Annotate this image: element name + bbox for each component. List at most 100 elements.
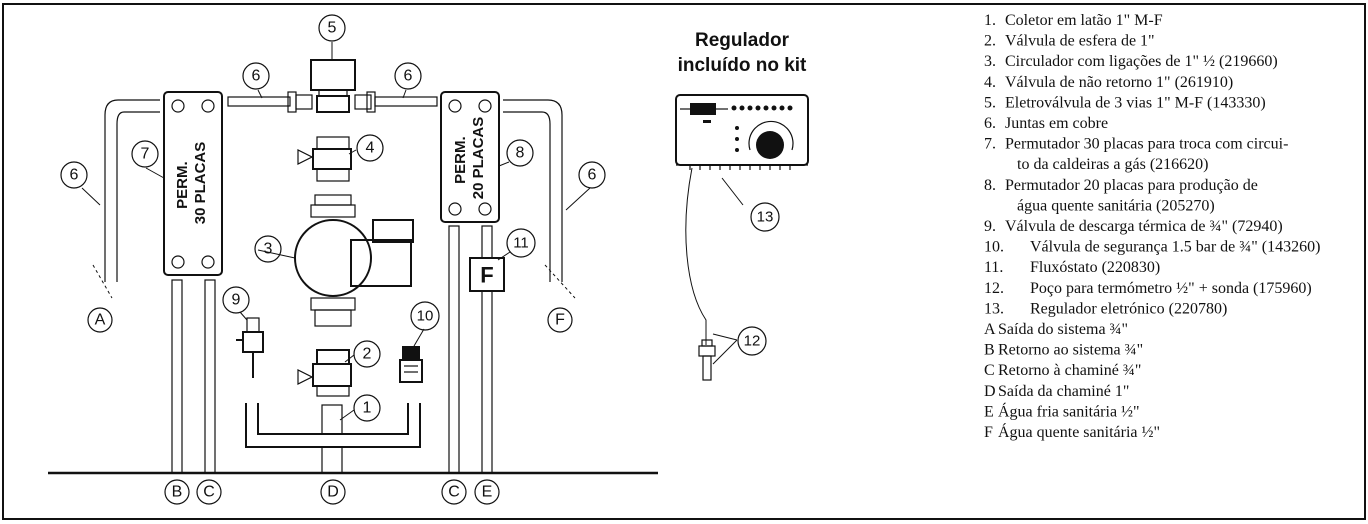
- svg-text:11: 11: [513, 235, 529, 252]
- regulator-title-line2: incluído no kit: [678, 55, 807, 76]
- legend-description: Permutador 20 placas para produção de: [1005, 177, 1258, 194]
- pipes-b-c: [171, 279, 216, 474]
- legend-description: Regulador eletrónico (220780): [1030, 300, 1227, 317]
- flow-switch: F: [469, 257, 505, 292]
- svg-text:1: 1: [363, 400, 372, 417]
- legend-description: Retorno ao sistema ¾": [998, 342, 1143, 359]
- legend-number: 13.: [984, 300, 1004, 317]
- legend-description: Saída da chaminé 1": [998, 383, 1129, 400]
- heat-exchanger-20-plates: PERM. 20 PLACAS: [440, 91, 500, 223]
- thermometer-well-probe: [685, 167, 716, 381]
- legend-number: A: [984, 321, 996, 338]
- callout-11: 11: [506, 228, 536, 258]
- perm30-line2: 30 PLACAS: [192, 142, 209, 225]
- callout-10: 10: [410, 301, 440, 331]
- heat-exchanger-30-plates: PERM. 30 PLACAS: [163, 91, 223, 276]
- legend-description: Eletroválvula de 3 vias 1" M-F (143330): [1005, 94, 1266, 111]
- legend-description: Válvula de esfera de 1": [1005, 33, 1155, 50]
- legend-description: Válvula de segurança 1.5 bar de ¾" (1432…: [1030, 239, 1320, 256]
- collector: [245, 403, 421, 474]
- legend-row: 4.Válvula de não retorno 1" (261910): [984, 74, 1233, 91]
- callout-4: 4: [356, 134, 384, 162]
- legend-row: 7. Permutador 30 placas para troca com ci…: [984, 136, 1288, 153]
- legend-number: 7.: [984, 136, 996, 153]
- svg-text:F: F: [555, 312, 565, 329]
- connection-d: D: [320, 479, 346, 505]
- svg-text:6: 6: [252, 68, 261, 85]
- legend-number: 1.: [984, 12, 996, 29]
- legend-number: 10.: [984, 239, 1004, 256]
- connection-f: F: [547, 307, 573, 333]
- connection-a: A: [87, 307, 113, 333]
- legend-row: 1. Coletor em latão 1" M-F: [984, 12, 1163, 29]
- legend-number: F: [984, 424, 993, 441]
- callout-3: 3: [254, 235, 282, 263]
- callout-8: 8: [506, 139, 534, 167]
- legend-description: Circulador com ligações de 1" ½ (219660): [1005, 53, 1278, 70]
- legend-row: 2. Válvula de esfera de 1": [984, 33, 1155, 50]
- legend-description: Permutador 30 placas para troca com circ…: [1005, 136, 1288, 153]
- legend-number: 4.: [984, 74, 996, 91]
- check-valve: [297, 136, 352, 182]
- connection-c-right: C: [441, 479, 467, 505]
- svg-text:6: 6: [70, 167, 79, 184]
- legend-number: D: [984, 383, 996, 400]
- connection-c-left: C: [196, 479, 222, 505]
- legend-row: 8.Permutador 20 placas para produção de: [984, 177, 1258, 194]
- connection-b: B: [164, 479, 190, 505]
- svg-text:C: C: [203, 484, 215, 501]
- perm20-line1: PERM.: [452, 136, 469, 184]
- safety-valve: [399, 346, 423, 383]
- legend-description: Água fria sanitária ½": [998, 401, 1140, 420]
- callout-13: 13: [750, 202, 780, 232]
- callout-6-left: 6: [60, 161, 88, 189]
- svg-text:6: 6: [588, 167, 597, 184]
- svg-text:4: 4: [366, 140, 375, 157]
- thermal-discharge-valve: [236, 317, 264, 378]
- regulator-title-line1: Regulador: [695, 30, 790, 51]
- callout-2: 2: [353, 340, 381, 368]
- svg-text:C: C: [448, 484, 460, 501]
- callout-6-left-top: 6: [242, 62, 270, 90]
- svg-text:A: A: [95, 312, 106, 329]
- svg-text:7: 7: [141, 146, 150, 163]
- legend-row: 3. Circulador com ligações de 1" ½ (21966…: [984, 53, 1278, 70]
- legend-description: Água quente sanitária ½": [998, 422, 1160, 441]
- callout-1: 1: [353, 394, 381, 422]
- svg-text:13: 13: [757, 209, 774, 226]
- electronic-regulator: [675, 94, 809, 170]
- svg-text:6: 6: [404, 68, 413, 85]
- svg-text:10: 10: [417, 308, 434, 325]
- three-way-valve: [310, 59, 356, 113]
- legend-row: 11.Fluxóstato (220830): [984, 259, 1160, 276]
- legend-row: 10. Válvula de segurança 1.5 bar de ¾" (1…: [984, 239, 1320, 256]
- legend-description: Coletor em latão 1" M-F: [1005, 12, 1163, 29]
- svg-text:D: D: [327, 484, 339, 501]
- legend-number: 3.: [984, 53, 996, 70]
- copper-pipe-right: [503, 99, 576, 299]
- callout-5: 5: [318, 14, 346, 42]
- legend-row: 13. Regulador eletrónico (220780): [984, 300, 1227, 317]
- legend-number: 6.: [984, 115, 996, 132]
- callout-6-right: 6: [578, 161, 606, 189]
- legend-number: C: [984, 362, 995, 379]
- legend: 1. Coletor em latão 1" M-F 2. Válvula de es…: [984, 12, 1320, 441]
- svg-text:E: E: [482, 484, 493, 501]
- callout-9: 9: [222, 286, 250, 314]
- svg-text:8: 8: [516, 145, 525, 162]
- legend-row: 5.Eletroválvula de 3 vias 1" M-F (143330…: [984, 94, 1266, 111]
- legend-number: 2.: [984, 33, 996, 50]
- legend-number: B: [984, 342, 995, 359]
- perm30-line1: PERM.: [174, 161, 191, 209]
- legend-number: E: [984, 403, 994, 420]
- legend-row: 6.Juntas em cobre: [984, 115, 1108, 132]
- svg-text:3: 3: [264, 241, 273, 258]
- top-joints: [227, 91, 438, 113]
- legend-description: to da caldeiras a gás (216620): [1017, 156, 1208, 173]
- copper-pipe-left: [92, 99, 160, 299]
